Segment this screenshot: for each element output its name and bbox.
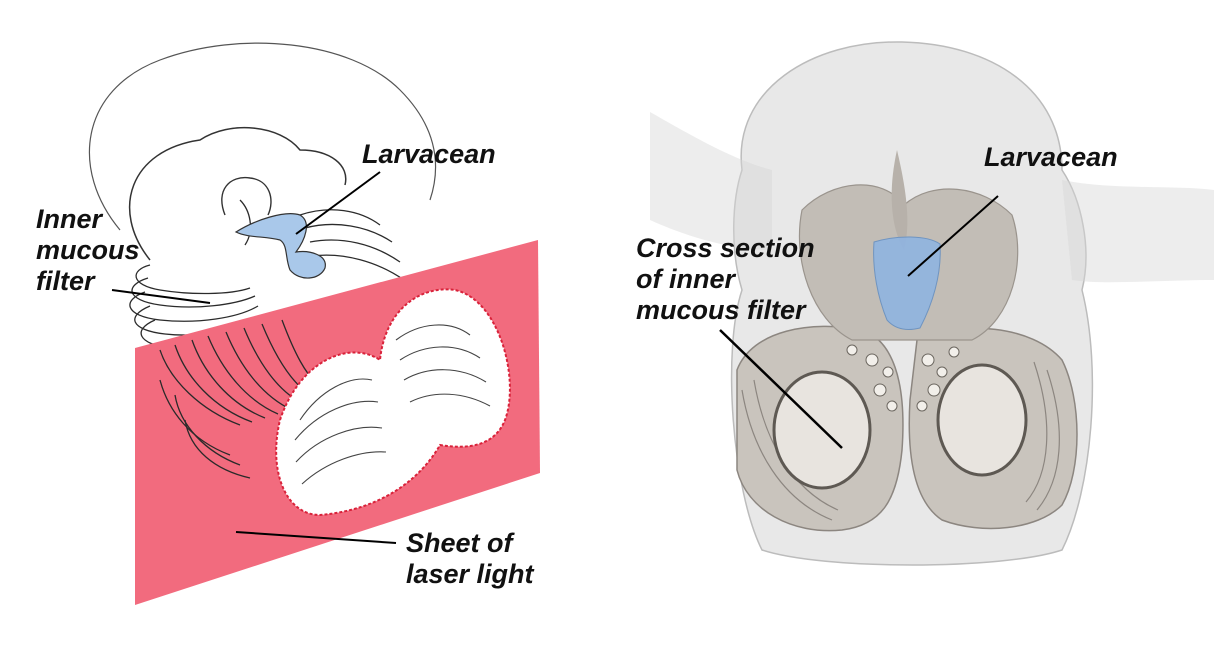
laser-sheet-label: Sheet of laser light <box>406 528 534 589</box>
left-larvacean-label: Larvacean <box>362 139 496 169</box>
larvacean-leader <box>295 171 381 235</box>
cross-section-label: Cross section of inner mucous filter <box>636 233 815 325</box>
filter-spire <box>891 150 908 250</box>
larvacean-3d-body <box>873 236 941 331</box>
ghost-wing-left <box>650 112 772 250</box>
cross-section-opening-right <box>936 363 1028 477</box>
body-outline <box>221 176 272 216</box>
inner-filter-label: Inner mucous filter <box>36 204 140 296</box>
cross-section-leader <box>719 329 843 449</box>
right-3d-render <box>650 41 1214 566</box>
larvacean-3d-leader <box>907 195 999 277</box>
inner-filter-leader <box>111 289 211 304</box>
right-larvacean-label: Larvacean <box>984 142 1118 172</box>
outer-house-outline <box>88 42 437 231</box>
ghost-wing-right <box>1062 180 1214 283</box>
filter-pores <box>846 344 960 412</box>
laser-leader <box>235 531 397 544</box>
inner-house-outline <box>128 127 347 261</box>
cut-inner-lamellae <box>294 324 491 485</box>
cross-section-cut <box>275 288 511 517</box>
left-illustration <box>88 42 540 605</box>
filter-lamellae-front <box>159 319 321 479</box>
filter-lamellae-left <box>129 199 405 350</box>
